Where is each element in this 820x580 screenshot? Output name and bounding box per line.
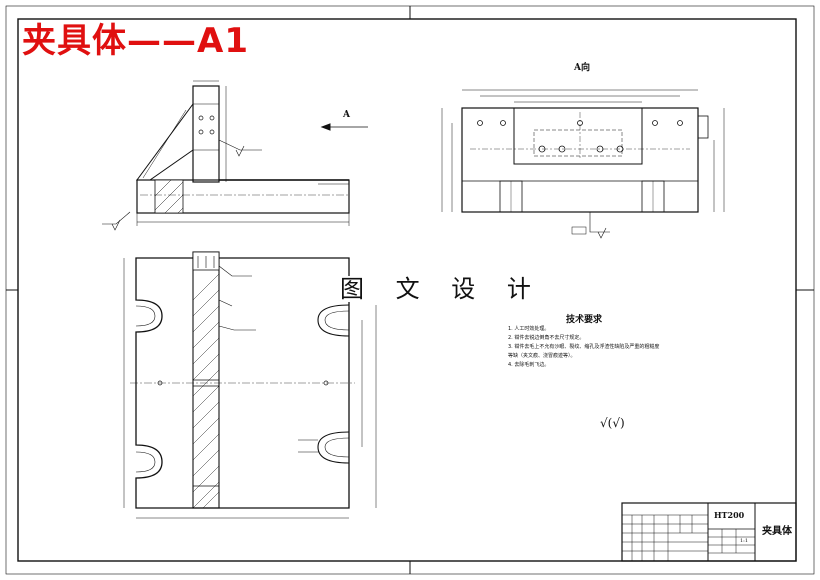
view-direction-arrow	[320, 123, 368, 131]
plan-view	[123, 251, 377, 519]
side-view	[102, 80, 350, 231]
material-label: HT200	[714, 510, 745, 520]
tech-requirement-item: 等缺（夹文痕、浇冒痕迹等）。	[508, 353, 576, 359]
a-view	[441, 89, 725, 239]
design-watermark: 图 文 设 计	[338, 275, 545, 303]
tech-requirement-item: 1. 人工时效处理。	[508, 326, 550, 332]
title-block	[621, 502, 797, 562]
tech-requirement-item: 2. 钳件去锐边倒角不去尺寸规定。	[508, 335, 585, 341]
tech-requirement-item: 3. 钳件去毛上不允有沙眼、裂纹、缩孔及浮渣性缺陷及严重的粗糙度	[508, 344, 660, 350]
arrow-label: A	[343, 110, 350, 120]
roughness-symbol: √(√)	[600, 416, 625, 430]
drawing-title-banner: 夹具体——A1	[22, 21, 249, 61]
tech-requirements-list: 1. 人工时效处理。 2. 钳件去锐边倒角不去尺寸规定。 3. 钳件去毛上不允有…	[508, 325, 659, 370]
scale-label: 1:1	[740, 538, 749, 544]
tech-requirement-item: 4. 去除毛刺飞边。	[508, 362, 550, 368]
tech-requirements-title: 技术要求	[566, 315, 603, 325]
a-view-label: A向	[574, 63, 590, 73]
part-name-label: 夹具体	[762, 526, 792, 537]
